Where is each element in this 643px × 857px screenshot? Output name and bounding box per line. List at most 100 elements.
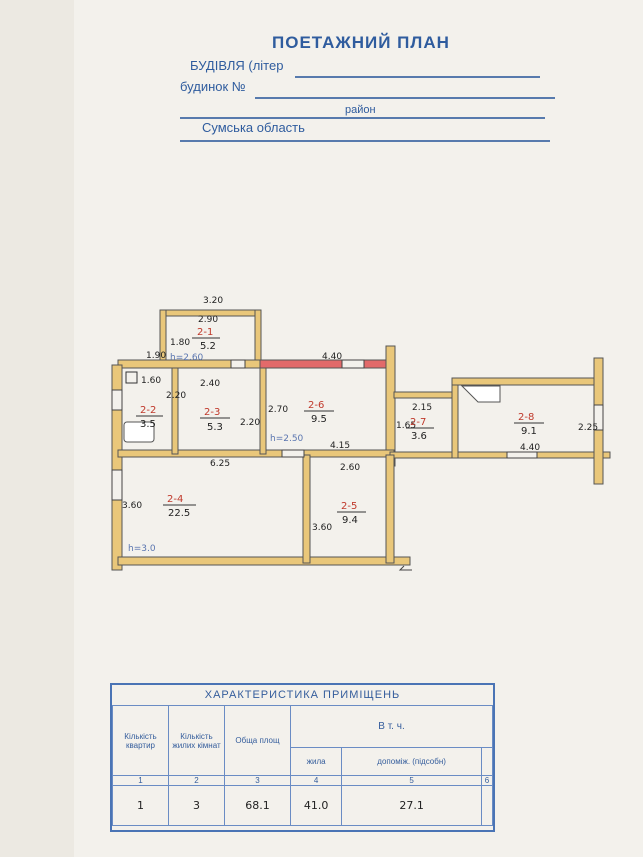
building-label: БУДІВЛЯ (літер [190,58,284,73]
room-2-3: 2-3 5.3 [200,407,230,433]
header-including: В т. ч. [290,705,493,748]
room-id: 2-8 [518,412,534,423]
col-num: 2 [168,775,225,786]
wall-east-bottom [389,451,611,459]
dim-360b: 3.60 [312,523,332,533]
dim-440b: 4.40 [520,443,540,453]
dim-220a: 2.20 [166,391,186,401]
stove-icon-box [125,371,138,384]
room-id: 2-6 [308,400,324,411]
room-id: 2-5 [341,501,357,512]
col-num: 3 [224,775,291,786]
room-id: 2-2 [140,405,156,416]
window-2-8 [593,404,604,431]
house-line [255,97,555,99]
dim-625: 6.25 [210,459,230,469]
value-rooms: 3 [168,785,225,826]
district-label: район [345,104,376,116]
wall-2-2-3 [171,367,179,455]
room-2-1: 2-1 5.2 [192,327,220,352]
room-2-6: 2-6 9.5 [304,400,334,425]
header-rooms: Кількість жилих кімнат [168,705,225,776]
dim-190: 1.90 [146,351,166,361]
dim-240: 2.40 [200,379,220,389]
dim-440a: 4.40 [322,352,342,362]
wall-2-7-8 [451,377,459,459]
header-auxiliary: допоміж. (підсобн) [341,747,483,776]
dim-180: 1.80 [170,338,190,348]
room-id: 2-3 [204,407,220,418]
header-total: Обща площ [224,705,291,776]
wall-2-8-top [451,377,603,386]
wall-2-4-5 [302,454,311,564]
dim-165: 1.65 [396,421,416,431]
wall-2-3-6 [259,367,267,455]
kitchen-stove [460,385,501,403]
room-area: 9.4 [342,515,358,526]
wall-middle [117,449,395,458]
col-num: 4 [289,775,343,786]
value-living: 41.0 [289,785,343,826]
col-num: 6 [481,775,493,786]
door-2-6 [281,449,305,458]
room-area: 3.6 [411,431,427,442]
room-area: 9.5 [311,414,327,425]
room-area: 9.1 [521,426,537,437]
dim-220b: 2.20 [240,418,260,428]
wall-2-7-top [393,391,457,399]
value-blank [481,785,493,826]
region-label: Сумська область [202,120,305,135]
dim-160: 1.60 [141,376,161,386]
characteristics-table: ХАРАКТЕРИСТИКА ПРИМІЩЕНЬ Кількість кварт… [110,683,495,832]
window-2-1 [230,359,246,369]
wall-2-1-right [254,309,262,366]
col-num: 1 [112,775,169,786]
room-2-2: 2-2 3.5 [136,405,163,430]
region-line [180,140,550,142]
dim-215: 2.15 [412,403,432,413]
value-apartments: 1 [112,785,169,826]
col-num: 5 [341,775,483,786]
value-total: 68.1 [224,785,291,826]
dim-290: 2.90 [198,315,218,325]
room-area: 3.5 [140,419,156,430]
height-300: h=3.0 [128,544,156,554]
table-title: ХАРАКТЕРИСТИКА ПРИМІЩЕНЬ [204,689,401,701]
window-east [506,451,538,459]
header-apartments: Кількість квартир [112,705,169,776]
room-area: 5.3 [207,422,223,433]
wall-west [111,364,123,571]
district-line [180,117,545,119]
table-grid: Кількість квартир Кількість жилих кімнат… [112,705,493,826]
wall-break-mark [398,565,412,571]
room-area: 22.5 [168,508,190,519]
wall-south [117,556,411,566]
room-id: 2-4 [167,494,183,505]
room-area: 5.2 [200,341,216,352]
header-living: жила [289,747,343,776]
stamp-title: ПОЕТАЖНИЙ ПЛАН [272,33,450,52]
room-2-5: 2-5 9.4 [337,501,366,526]
building-line [295,76,540,78]
value-auxiliary: 27.1 [341,785,483,826]
room-2-7: 2-7 3.6 [406,417,434,442]
dim-360a: 3.60 [122,501,142,511]
room-id: 2-7 [410,417,426,428]
dim-225: 2.25 [578,423,598,433]
dim-415: 4.15 [330,441,350,451]
header-blank [481,747,493,776]
dim-270: 2.70 [268,405,288,415]
house-label: будинок № [180,79,246,94]
wall-mid-vertical [385,345,396,467]
room-2-8: 2-8 9.1 [514,412,544,437]
window-2-2 [111,389,123,411]
wall-2-5-right [385,454,395,564]
room-id: 2-1 [197,327,213,338]
height-260: h=2.60 [170,353,204,363]
window-2-4 [111,469,123,501]
room-2-4: 2-4 22.5 [163,494,196,519]
dim-320: 3.20 [203,296,223,306]
window-2-6 [341,359,365,369]
dim-260: 2.60 [340,463,360,473]
